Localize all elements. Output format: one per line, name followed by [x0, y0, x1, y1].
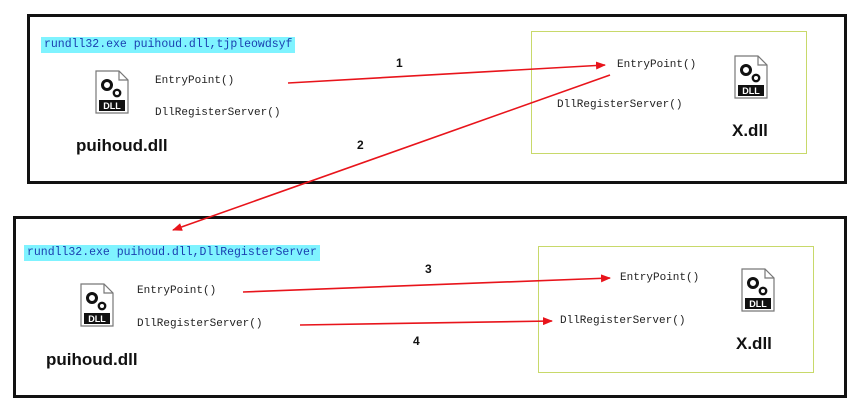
bottom-right-entrypoint: EntryPoint() — [620, 272, 700, 284]
bottom-left-dll-name: puihoud.dll — [46, 350, 138, 369]
dll-file-icon: DLL — [80, 283, 114, 327]
top-command-line: rundll32.exe puihoud.dll,tjpleowdsyf — [41, 37, 296, 53]
bottom-left-dllregisterserver: DllRegisterServer() — [137, 318, 263, 330]
svg-text:DLL: DLL — [88, 314, 106, 324]
arrow-3-label: 3 — [425, 262, 432, 276]
top-right-dllregisterserver: DllRegisterServer() — [557, 99, 683, 111]
bottom-right-dllregisterserver: DllRegisterServer() — [560, 315, 686, 327]
svg-text:DLL: DLL — [103, 101, 121, 111]
arrow-2-label: 2 — [357, 138, 364, 152]
svg-text:DLL: DLL — [742, 86, 760, 96]
dll-file-icon: DLL — [95, 70, 129, 114]
bottom-command-line: rundll32.exe puihoud.dll,DllRegisterServ… — [24, 245, 320, 261]
arrow-1-label: 1 — [396, 56, 403, 70]
arrow-4-label: 4 — [413, 334, 420, 348]
dll-file-icon: DLL — [741, 268, 775, 312]
dll-file-icon: DLL — [734, 55, 768, 99]
svg-text:DLL: DLL — [749, 299, 767, 309]
top-right-entrypoint: EntryPoint() — [617, 59, 697, 71]
top-left-dll-name: puihoud.dll — [76, 136, 168, 155]
bottom-left-entrypoint: EntryPoint() — [137, 285, 217, 297]
top-left-dllregisterserver: DllRegisterServer() — [155, 107, 281, 119]
bottom-right-dll-name: X.dll — [736, 334, 772, 353]
top-left-entrypoint: EntryPoint() — [155, 75, 235, 87]
top-right-dll-name: X.dll — [732, 121, 768, 140]
